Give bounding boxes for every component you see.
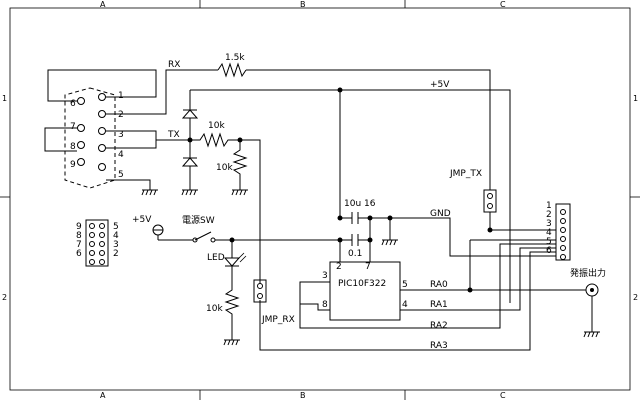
out-pin-4: 4 — [546, 228, 552, 238]
jmp-tx-label: JMP_TX — [449, 169, 482, 179]
db9-pin-8: 8 — [70, 142, 76, 152]
db9-pin-4: 4 — [118, 150, 124, 160]
tx-net: TX 10k 10k — [106, 121, 556, 351]
ra3-label: RA3 — [430, 341, 448, 351]
zone-col-top-c: C — [500, 0, 506, 9]
cap-cer-value: 0.1 — [348, 249, 362, 259]
r-rx-value: 1.5k — [225, 53, 245, 63]
ic-pin-8: 8 — [322, 300, 328, 310]
hdr-right-2: 2 — [113, 249, 119, 259]
hdr-left-8: 8 — [76, 231, 82, 241]
protection-diodes — [181, 90, 199, 196]
sheet-frame — [9, 7, 631, 391]
hdr-right-3: 3 — [113, 240, 119, 250]
db9-pin-3: 3 — [118, 130, 124, 140]
jmp-rx-label: JMP_RX — [261, 315, 295, 325]
db9-pin-7: 7 — [70, 122, 76, 132]
r-tx-value: 10k — [208, 121, 225, 131]
ic-label: PIC10F322 — [338, 279, 386, 289]
zone-row-left-1: 1 — [2, 94, 7, 103]
hdr-left-6: 6 — [76, 249, 82, 259]
vcc-rail: +5V — [190, 80, 511, 303]
db9-pin-1: 1 — [118, 91, 124, 101]
db9-pin-5: 5 — [118, 170, 124, 180]
output-header: 1 2 3 4 5 6 — [546, 201, 571, 261]
gnd-rail: GND — [370, 209, 556, 257]
output-jack: 発振出力 — [570, 267, 606, 338]
zone-col-top-b: B — [300, 0, 306, 9]
output-label: 発振出力 — [570, 267, 606, 279]
zone-row-right-1: 1 — [633, 94, 638, 103]
tx-label: TX — [167, 130, 180, 140]
db9-pin-9: 9 — [70, 160, 76, 170]
ic-pin-3: 3 — [322, 271, 328, 281]
db9-pin-6: 6 — [70, 99, 76, 109]
r-led-value: 10k — [206, 304, 223, 314]
out-pin-1: 1 — [546, 201, 552, 211]
ra1-label: RA1 — [430, 300, 448, 310]
out-pin-6: 6 — [546, 246, 552, 256]
ic-pin-7: 7 — [365, 262, 371, 272]
ra2-label: RA2 — [430, 321, 448, 331]
hdr-right-4: 4 — [113, 231, 119, 241]
zone-col-bottom-a: A — [100, 391, 106, 400]
out-pin-5: 5 — [546, 237, 552, 247]
hdr-right-5: 5 — [113, 222, 119, 232]
jmp-tx: JMP_TX — [449, 169, 556, 233]
zone-col-bottom-c: C — [500, 391, 506, 400]
switch-label: 電源SW — [182, 215, 215, 226]
led-label: LED — [207, 253, 225, 263]
zone-col-top-a: A — [100, 0, 106, 9]
zone-col-bottom-b: B — [300, 391, 306, 400]
out-pin-3: 3 — [546, 219, 552, 229]
ic-pin-2: 2 — [336, 262, 342, 272]
db9-connector: 6 7 8 9 1 2 3 4 5 — [44, 69, 157, 190]
hdr-left-9: 9 — [76, 222, 82, 232]
out-pin-2: 2 — [546, 210, 552, 220]
jmp-rx: JMP_RX — [253, 279, 295, 325]
ra0-label: RA0 — [430, 280, 448, 290]
hdr-left-7: 7 — [76, 240, 82, 250]
ic-pin-4: 4 — [402, 300, 408, 310]
r-pd-value: 10k — [216, 163, 233, 173]
rx-net: RX 1.5k — [106, 53, 491, 190]
vcc-in-label: +5V — [132, 215, 152, 225]
db9-pin-2: 2 — [118, 110, 124, 120]
zone-row-right-2: 2 — [633, 293, 638, 302]
power-input: +5V 電源SW — [132, 215, 340, 243]
cap-elec-value: 10u 16 — [344, 199, 376, 209]
zone-row-left-2: 2 — [2, 293, 7, 302]
ic-pin-5: 5 — [402, 280, 408, 290]
pic-ic: PIC10F322 3 8 2 7 5 4 RA0 RA1 RA2 RA3 — [299, 239, 590, 351]
gnd-label: GND — [430, 209, 451, 219]
rx-label: RX — [168, 60, 180, 70]
led-branch: LED 10k — [206, 240, 247, 346]
header-10pin: 9 8 7 6 5 4 3 2 — [76, 219, 119, 267]
vcc-label: +5V — [430, 80, 450, 90]
